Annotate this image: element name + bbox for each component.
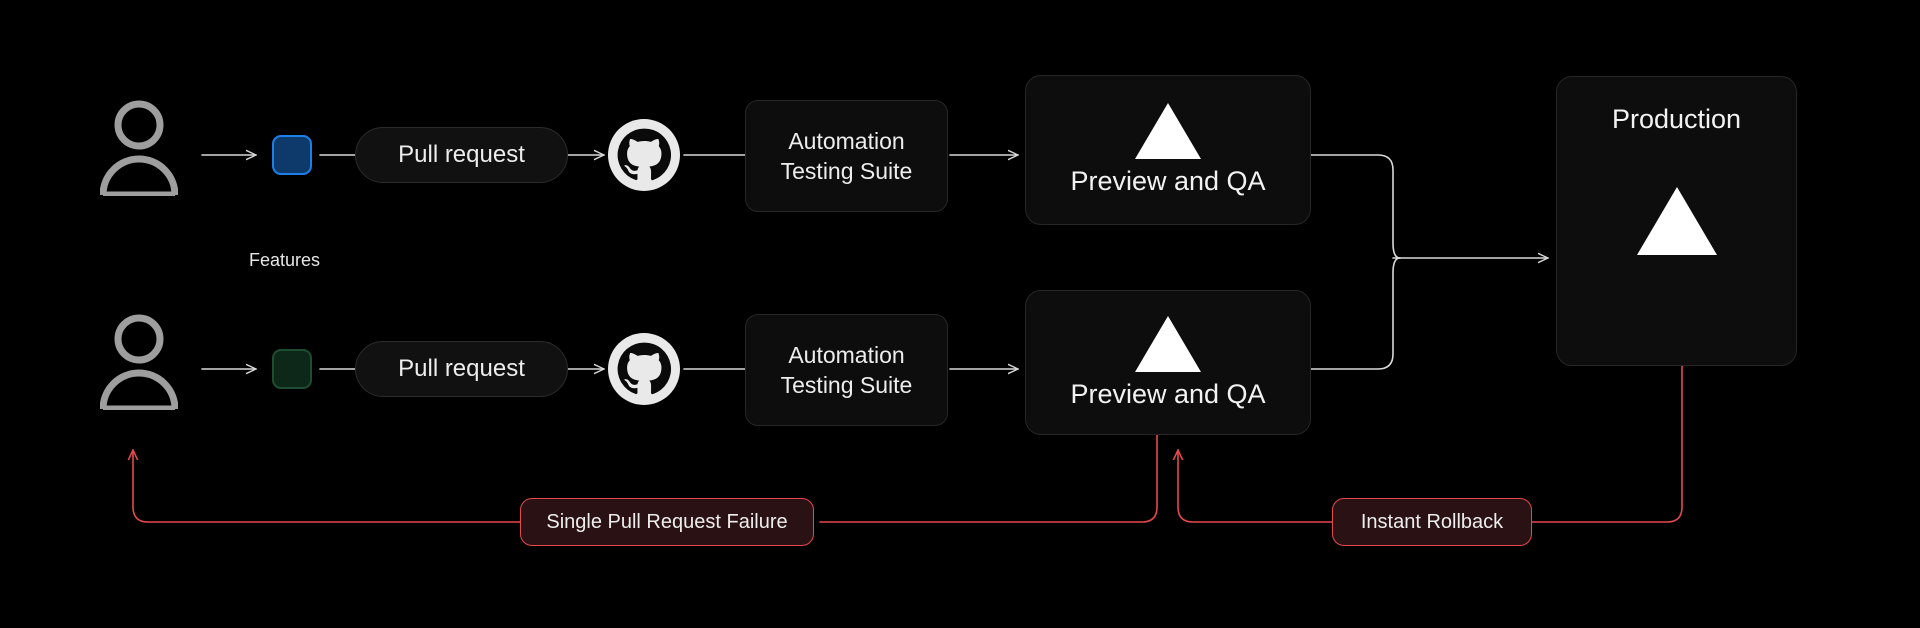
wire-preview2-elbow <box>1309 257 1401 370</box>
github-icon-row2 <box>608 333 680 410</box>
testing-suite-line-1: Automation <box>788 342 905 368</box>
automation-testing-suite-card-row1[interactable]: Automation Testing Suite <box>745 100 948 212</box>
production-label: Production <box>1611 104 1742 134</box>
github-icon-row1 <box>608 119 680 196</box>
branch-chip-green[interactable] <box>272 349 312 389</box>
wire-preview1-elbow <box>1309 154 1401 259</box>
automation-testing-suite-card-row2[interactable]: Automation Testing Suite <box>745 314 948 426</box>
features-caption: Features <box>249 250 321 270</box>
preview-and-qa-label-row1: Preview and QA <box>1070 166 1266 196</box>
testing-suite-line-1: Automation <box>788 128 905 154</box>
testing-suite-line-2: Testing Suite <box>780 158 913 184</box>
testing-suite-line-2: Testing Suite <box>780 372 913 398</box>
pull-request-pill-row1[interactable]: Pull request <box>355 127 568 183</box>
wire-failure-from-preview2 <box>819 433 1158 523</box>
wire-rollback-to-preview2 <box>1178 450 1333 523</box>
person-icon-row1 <box>99 100 179 201</box>
single-pull-request-failure-badge[interactable]: Single Pull Request Failure <box>520 498 814 546</box>
preview-and-qa-label-row2: Preview and QA <box>1070 378 1266 409</box>
branch-chip-blue[interactable] <box>272 135 312 175</box>
preview-and-qa-card-row2[interactable]: Preview and QA <box>1025 290 1311 435</box>
pull-request-pill-row2[interactable]: Pull request <box>355 341 568 397</box>
vercel-triangle-icon <box>1636 187 1717 255</box>
wire-rollback-from-production <box>1531 365 1683 523</box>
preview-and-qa-card-row1[interactable]: Preview and QA <box>1025 75 1311 225</box>
instant-rollback-badge[interactable]: Instant Rollback <box>1332 498 1532 546</box>
person-icon-row2 <box>99 314 179 415</box>
vercel-triangle-icon <box>1135 103 1201 159</box>
production-card[interactable]: Production <box>1556 76 1797 366</box>
vercel-triangle-icon <box>1135 315 1201 372</box>
